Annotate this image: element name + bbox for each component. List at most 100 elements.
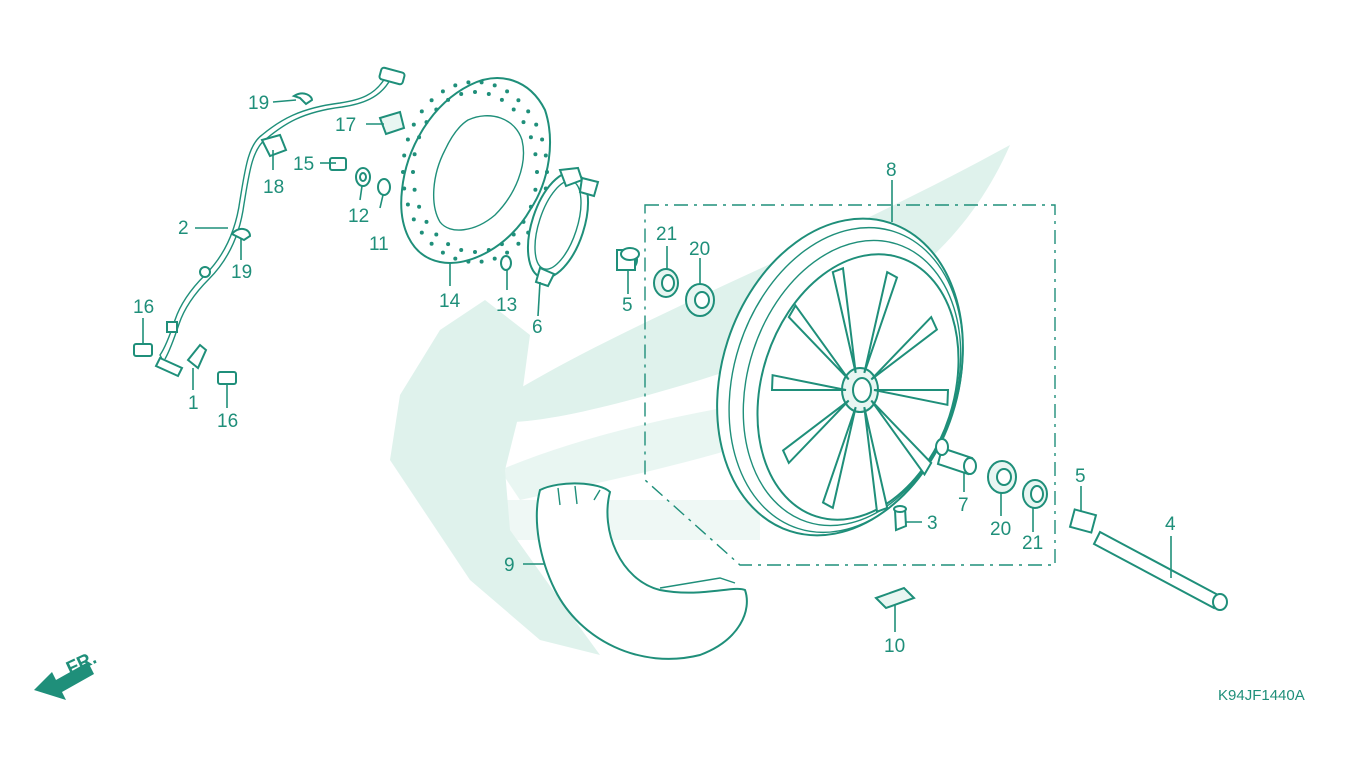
callout-20b: 20	[990, 519, 1011, 540]
brake-disc	[400, 77, 551, 264]
washer-11	[377, 178, 391, 196]
callout-3: 3	[927, 513, 938, 534]
leader-lines	[142, 99, 1172, 632]
callout-20a: 20	[689, 239, 710, 260]
disc-hole	[459, 92, 464, 96]
disc-hole	[505, 250, 510, 255]
wheel-spoke	[870, 399, 933, 477]
bolt-16a	[133, 343, 153, 357]
disc-hole	[419, 230, 424, 235]
disc-hole	[516, 241, 521, 246]
disc-hole	[479, 259, 484, 264]
clamp-18	[260, 133, 288, 158]
disc-hole	[473, 90, 477, 94]
disc-hole	[511, 107, 516, 112]
disc-hole	[540, 137, 545, 142]
disc-hole	[521, 120, 526, 125]
wheel-spoke	[873, 389, 950, 407]
disc-hole	[499, 242, 504, 247]
wheel-spoke	[821, 406, 857, 510]
disc-hole	[505, 89, 510, 94]
callout-4: 4	[1165, 514, 1176, 535]
disc-hole	[521, 219, 526, 224]
disc-hole	[511, 232, 516, 237]
collar-5-right	[1068, 508, 1098, 534]
dust-seal-21-left	[653, 268, 679, 298]
callout-5a: 5	[622, 295, 633, 316]
disc-hole	[492, 83, 497, 88]
front-direction-arrow: FR.	[34, 648, 100, 700]
front-axle-4	[1092, 530, 1228, 611]
disc-hole	[434, 232, 439, 237]
diagram-code: K94JF1440A	[1218, 687, 1305, 704]
front-wheel-rim	[716, 217, 964, 537]
callout-17: 17	[335, 115, 356, 136]
wheel-spoke	[863, 406, 889, 514]
disc-hole	[492, 256, 497, 261]
callout-21b: 21	[1022, 533, 1043, 554]
disc-hole	[401, 170, 405, 174]
disc-hole	[545, 170, 549, 174]
disc-hole	[516, 98, 521, 103]
disc-hole	[446, 97, 451, 102]
collar-5-left	[616, 247, 640, 271]
abs-sensor-wire	[154, 66, 406, 378]
disc-hole	[412, 187, 417, 192]
wheel-spoke	[770, 373, 847, 391]
callout-14: 14	[439, 291, 461, 312]
disc-hole	[528, 204, 533, 209]
bearing-20-left	[685, 283, 715, 317]
bracket-1	[186, 343, 208, 370]
disc-hole	[453, 256, 458, 261]
balance-weight-10	[874, 586, 916, 610]
callout-7: 7	[958, 495, 969, 516]
washer-13	[500, 255, 512, 271]
callout-2: 2	[178, 218, 189, 239]
nut-17	[378, 110, 406, 136]
callout-18: 18	[263, 177, 284, 198]
disc-hole	[534, 122, 539, 127]
disc-hole	[486, 92, 491, 96]
disc-hole	[543, 153, 548, 158]
disc-hole	[402, 186, 407, 191]
callout-19a: 19	[248, 93, 269, 114]
wheel-spoke	[787, 303, 850, 381]
washer-12	[355, 167, 371, 187]
wheel-spoke	[870, 315, 939, 381]
disc-hole	[411, 170, 415, 174]
abs-tone-ring	[526, 166, 600, 288]
disc-hole	[412, 152, 417, 157]
disc-hole	[479, 80, 484, 85]
disc-hole	[417, 135, 422, 140]
disc-hole	[535, 170, 539, 174]
callout-19b: 19	[231, 262, 252, 283]
disc-hole	[424, 219, 429, 224]
disc-hole	[533, 152, 538, 157]
callout-5b: 5	[1075, 466, 1086, 487]
callout-6: 6	[532, 317, 543, 338]
disc-hole	[446, 242, 451, 247]
callout-11: 11	[369, 234, 389, 255]
bolt-15	[329, 157, 347, 171]
callouts: 19 18 2 19 16 1 16 15 17 12 11 14 13 6 5…	[133, 93, 1176, 657]
disc-hole	[528, 135, 533, 140]
disc-hole	[424, 120, 429, 125]
callout-9: 9	[504, 555, 515, 576]
tire-valve-3	[893, 505, 908, 532]
disc-hole	[526, 109, 531, 114]
callout-21a: 21	[656, 224, 677, 245]
wheel-spoke	[781, 399, 850, 465]
bolt-16b	[217, 371, 237, 385]
disc-hole	[405, 137, 410, 142]
disc-hole	[429, 98, 434, 103]
disc-hole	[473, 250, 477, 254]
disc-hole	[533, 187, 538, 192]
disc-hole	[411, 217, 416, 222]
disc-hole	[499, 97, 504, 102]
disc-hole	[440, 250, 445, 255]
disc-hole	[405, 202, 410, 207]
disc-hole	[417, 204, 422, 209]
wheel-assembly-boundary	[644, 204, 1056, 566]
wheel-spoke	[863, 270, 899, 374]
